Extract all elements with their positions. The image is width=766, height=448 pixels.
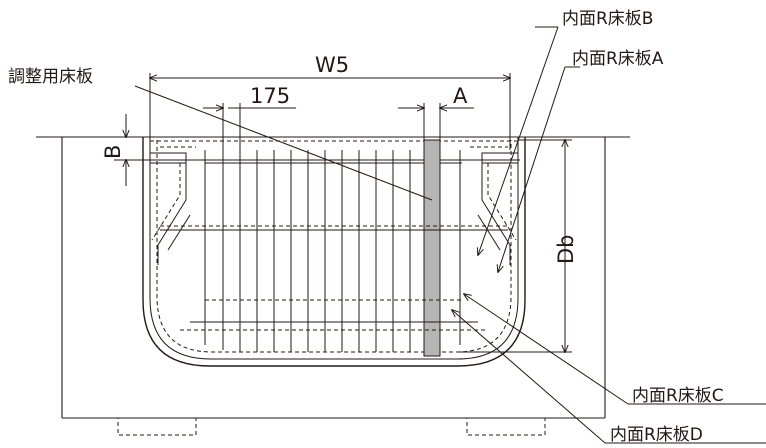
dimension-a: A xyxy=(398,84,474,140)
dim-a-label: A xyxy=(453,84,468,108)
inner-r-boards-left xyxy=(151,163,191,265)
label-inner-r-c: 内面R床板C xyxy=(632,386,724,406)
floor-boards xyxy=(204,150,461,352)
leader-inner-r-c: 内面R床板C xyxy=(464,294,766,406)
dim-b-label: B xyxy=(101,145,125,159)
footings xyxy=(117,417,546,436)
inner-r-boards-right xyxy=(477,163,517,265)
dimension-db: Db xyxy=(458,140,578,352)
dim-db-label: Db xyxy=(554,234,578,264)
leader-inner-r-a: 内面R床板A xyxy=(498,49,664,272)
leader-inner-r-b: 内面R床板B xyxy=(478,9,653,255)
label-inner-r-d: 内面R床板D xyxy=(610,425,703,445)
top-frame xyxy=(149,140,520,164)
leader-adjust-board: 調整用床板 xyxy=(8,67,433,201)
adjust-board-highlight xyxy=(423,139,441,357)
pit-outline xyxy=(61,137,606,419)
label-inner-r-b: 内面R床板B xyxy=(562,9,653,29)
dimension-w5: W5 xyxy=(150,53,510,150)
leader-inner-r-d: 内面R床板D xyxy=(452,310,766,445)
tank-body xyxy=(142,137,526,367)
dim-w5-label: W5 xyxy=(315,53,349,77)
label-adjust-board: 調整用床板 xyxy=(8,67,93,87)
dim-175-label: 175 xyxy=(250,84,290,108)
dimension-175: 175 xyxy=(203,84,296,150)
label-inner-r-a: 内面R床板A xyxy=(572,49,664,69)
horizontal-rails xyxy=(160,225,508,331)
dimension-b: B xyxy=(101,114,150,186)
